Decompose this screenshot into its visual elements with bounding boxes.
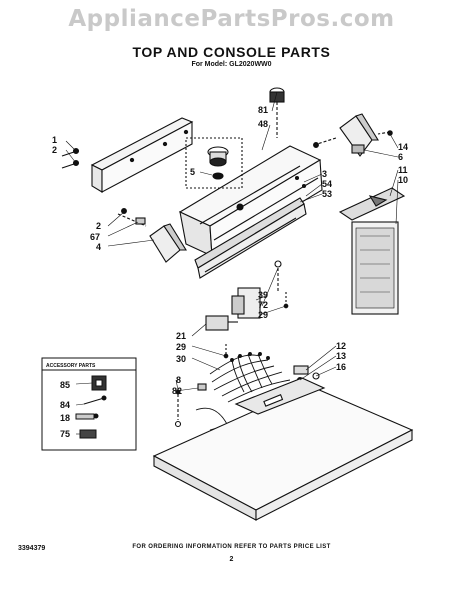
callout-1: 1 xyxy=(52,135,57,145)
callout-3: 3 xyxy=(322,169,327,179)
bracket-screws xyxy=(61,147,80,169)
callout-2b: 2 xyxy=(96,221,101,231)
ordering-note: FOR ORDERING INFORMATION REFER TO PARTS … xyxy=(132,544,331,550)
timer-assembly xyxy=(231,260,289,319)
document-number: 3394379 xyxy=(18,545,46,552)
callout-82: 82 xyxy=(172,386,182,396)
callout-48: 48 xyxy=(258,119,268,129)
rear-panel xyxy=(338,187,406,315)
callout-81: 81 xyxy=(258,105,268,115)
end-cap-left xyxy=(117,208,187,263)
callout-75: 75 xyxy=(60,429,70,439)
rear-bracket xyxy=(90,117,194,193)
callout-11: 11 xyxy=(398,165,408,175)
callout-72: 72 xyxy=(258,300,268,310)
control-strip xyxy=(194,197,307,279)
callout-39: 39 xyxy=(258,290,268,300)
callout-14: 14 xyxy=(398,142,408,152)
accessory-box-label: ACCESSORY PARTS xyxy=(46,363,96,369)
wiring-harness xyxy=(195,352,291,463)
model-subtitle: For Model: GL2020WW0 xyxy=(191,61,272,68)
console-housing xyxy=(178,145,323,257)
leader-lines xyxy=(65,91,399,435)
callout-labels: 1 2 81 48 5 14 6 11 10 3 54 53 2 67 4 39… xyxy=(52,105,408,439)
callout-85: 85 xyxy=(60,380,70,390)
accessory-part-75 xyxy=(79,429,97,439)
callout-13: 13 xyxy=(336,351,346,361)
callout-29: 29 xyxy=(258,310,268,320)
accessory-part-84 xyxy=(83,395,107,405)
callout-18: 18 xyxy=(60,413,70,423)
callout-16: 16 xyxy=(336,362,346,372)
callout-54: 54 xyxy=(322,179,332,189)
accessory-box xyxy=(41,357,137,451)
diagram-title: TOP AND CONSOLE PARTS xyxy=(132,44,331,60)
callout-21: 21 xyxy=(176,331,186,341)
callout-2: 2 xyxy=(52,145,57,155)
end-cap-right xyxy=(313,113,393,157)
timer-knob xyxy=(185,137,243,189)
callout-10: 10 xyxy=(398,175,408,185)
callout-12: 12 xyxy=(336,341,346,351)
accessory-part-85 xyxy=(91,375,107,391)
callout-5: 5 xyxy=(190,167,195,177)
watermark-text: AppliancePartsPros.com xyxy=(68,6,395,32)
callout-8: 8 xyxy=(176,375,181,385)
callout-84: 84 xyxy=(60,400,70,410)
callout-53: 53 xyxy=(322,189,332,199)
callout-6: 6 xyxy=(398,152,403,162)
knob-81 xyxy=(269,87,285,138)
callout-29b: 29 xyxy=(176,342,186,352)
callout-67: 67 xyxy=(90,232,100,242)
page-number: 2 xyxy=(229,556,234,563)
callout-4: 4 xyxy=(96,242,101,252)
top-panel xyxy=(152,377,414,521)
callout-30: 30 xyxy=(176,354,186,364)
switch-21 xyxy=(205,315,238,359)
